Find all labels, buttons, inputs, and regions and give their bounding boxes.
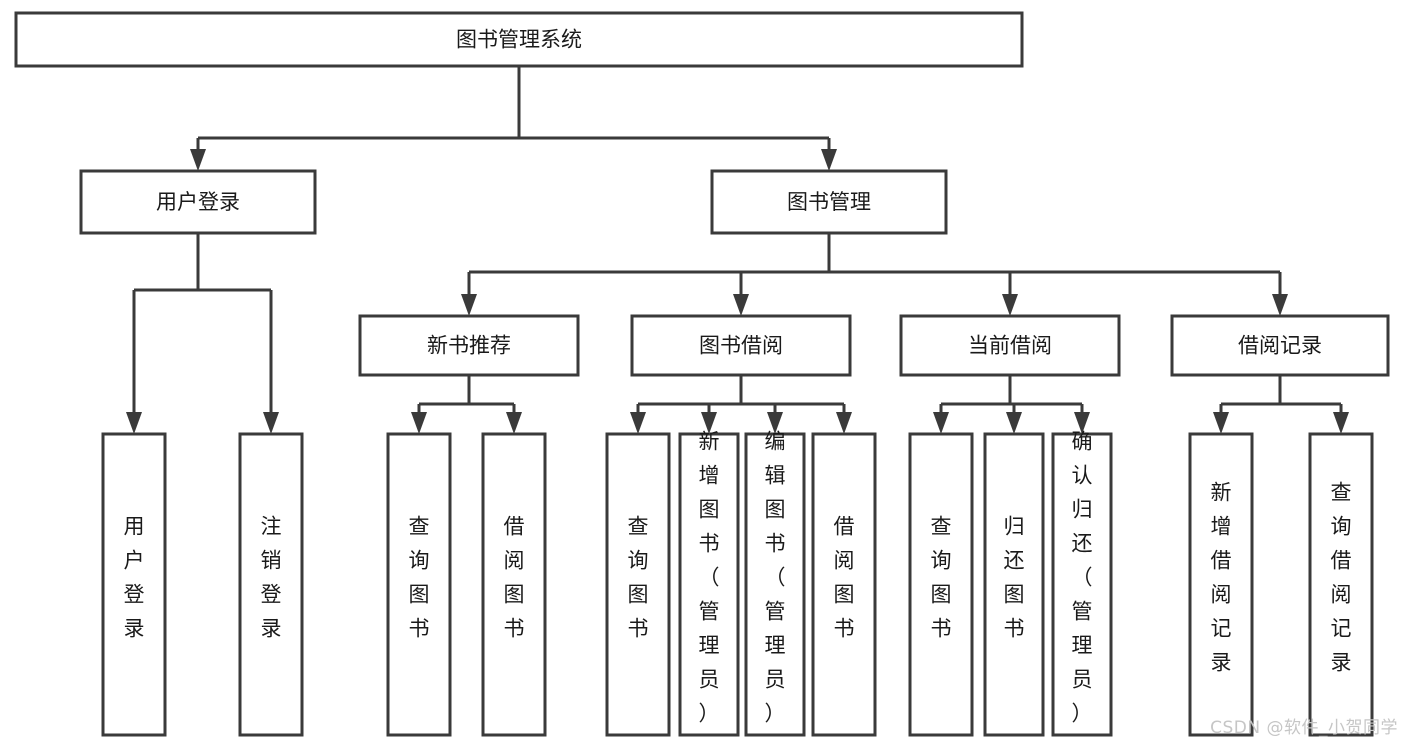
node-label: 新书推荐 (427, 334, 511, 358)
node-box (386, 432, 452, 737)
arrowhead-icon (767, 412, 783, 434)
node-borrow[interactable]: 图书借阅 (630, 314, 852, 377)
node-box (14, 11, 1024, 68)
node-box (811, 432, 877, 737)
node-label: 当前借阅 (968, 334, 1052, 358)
node-box (678, 432, 740, 737)
node-login[interactable]: 用户登录 (79, 169, 317, 235)
node-box (358, 314, 580, 377)
arrowhead-icon (1333, 412, 1349, 434)
arrowhead-icon (630, 412, 646, 434)
node-box (101, 432, 167, 737)
node-label: 新增图书（管理员） (699, 430, 720, 726)
node-current[interactable]: 当前借阅 (899, 314, 1121, 377)
node-box (899, 314, 1121, 377)
node-box (1051, 432, 1113, 737)
arrowhead-icon (190, 149, 206, 171)
node-box (908, 432, 974, 737)
csdn-watermark: CSDN @软件_小贺同学 (1210, 718, 1398, 738)
node-bookmgmt[interactable]: 图书管理 (710, 169, 948, 235)
node-box (1188, 432, 1254, 737)
arrowhead-icon (1213, 412, 1229, 434)
arrowhead-icon (821, 149, 837, 171)
node-label: 查询图书 (628, 515, 649, 641)
node-leaf-bo-add[interactable]: 新增图书（管理员） (678, 430, 740, 737)
arrowhead-icon (701, 412, 717, 434)
arrowhead-icon (836, 412, 852, 434)
node-label: 注销登录 (261, 515, 282, 641)
node-label: 借阅图书 (504, 515, 525, 641)
node-box (79, 169, 317, 235)
node-label: 新增借阅记录 (1211, 481, 1232, 675)
arrowhead-icon (1006, 412, 1022, 434)
node-newrec[interactable]: 新书推荐 (358, 314, 580, 377)
node-root[interactable]: 图书管理系统 (14, 11, 1024, 68)
arrowhead-icon (1272, 294, 1288, 316)
node-label: 归还图书 (1004, 515, 1025, 641)
node-leaf-nr-query[interactable]: 查询图书 (386, 432, 452, 737)
node-leaf-cu-confirm[interactable]: 确认归还（管理员） (1051, 430, 1113, 737)
node-layer: 图书管理系统用户登录图书管理新书推荐图书借阅当前借阅借阅记录用户登录注销登录查询… (14, 11, 1390, 737)
node-leaf-cu-query[interactable]: 查询图书 (908, 432, 974, 737)
arrowhead-icon (461, 294, 477, 316)
arrowhead-icon (411, 412, 427, 434)
node-label: 借阅图书 (834, 515, 855, 641)
node-box (1308, 432, 1374, 737)
node-box (1170, 314, 1390, 377)
node-box (238, 432, 304, 737)
node-label: 查询图书 (931, 515, 952, 641)
node-box (983, 432, 1045, 737)
node-label: 用户登录 (124, 515, 145, 641)
node-box (481, 432, 547, 737)
node-label: 编辑图书（管理员） (765, 430, 786, 726)
node-box (744, 432, 806, 737)
arrowhead-icon (506, 412, 522, 434)
node-box (710, 169, 948, 235)
node-label: 图书管理 (787, 190, 871, 214)
node-leaf-re-query[interactable]: 查询借阅记录 (1308, 432, 1374, 737)
node-label: 图书管理系统 (456, 28, 582, 52)
arrowhead-icon (733, 294, 749, 316)
arrowhead-icon (933, 412, 949, 434)
node-leaf-user-logout[interactable]: 注销登录 (238, 432, 304, 737)
node-leaf-bo-query[interactable]: 查询图书 (605, 432, 671, 737)
node-label: 借阅记录 (1238, 334, 1322, 358)
arrowhead-icon (1002, 294, 1018, 316)
node-label: 图书借阅 (699, 334, 783, 358)
node-label: 确认归还（管理员） (1072, 430, 1093, 726)
node-leaf-user-login[interactable]: 用户登录 (101, 432, 167, 737)
node-records[interactable]: 借阅记录 (1170, 314, 1390, 377)
node-label: 用户登录 (156, 190, 240, 214)
node-label: 查询图书 (409, 515, 430, 641)
node-leaf-bo-edit[interactable]: 编辑图书（管理员） (744, 430, 806, 737)
arrowhead-icon (263, 412, 279, 434)
node-leaf-cu-return[interactable]: 归还图书 (983, 432, 1045, 737)
connector-layer (126, 66, 1349, 434)
node-box (630, 314, 852, 377)
node-leaf-re-add[interactable]: 新增借阅记录 (1188, 432, 1254, 737)
node-label: 查询借阅记录 (1331, 481, 1352, 675)
node-leaf-nr-borrow[interactable]: 借阅图书 (481, 432, 547, 737)
node-leaf-bo-lend[interactable]: 借阅图书 (811, 432, 877, 737)
arrowhead-icon (126, 412, 142, 434)
arrowhead-icon (1074, 412, 1090, 434)
node-box (605, 432, 671, 737)
